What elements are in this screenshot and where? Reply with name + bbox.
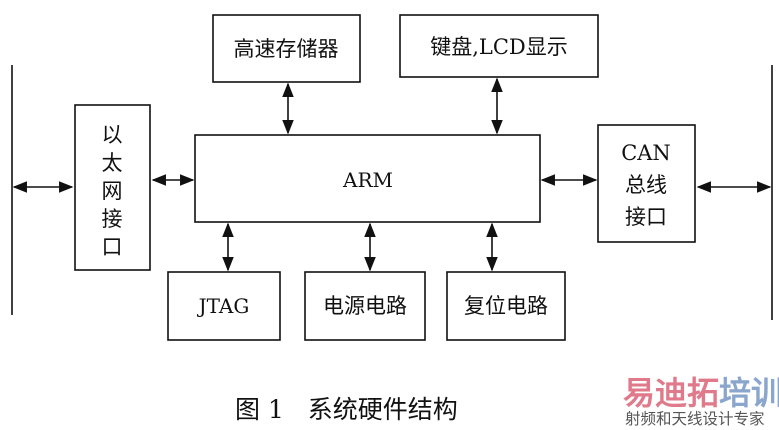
svg-text:培训: 培训	[719, 374, 779, 412]
can-label-1: CAN	[621, 141, 671, 165]
jtag-label: JTAG	[197, 294, 250, 318]
figure-caption: 图 1 系统硬件结构	[235, 395, 458, 424]
ethernet-label-1: 以	[102, 123, 123, 147]
reset-box	[446, 271, 566, 341]
ethernet-label-4: 接	[102, 207, 123, 231]
power-box	[304, 271, 426, 341]
arm-label: ARM	[342, 168, 393, 192]
can-label-2: 总线	[625, 173, 667, 197]
memory-box	[212, 14, 361, 83]
ethernet-label-5: 口	[102, 235, 123, 259]
keyboard-lcd-label: 键盘,LCD显示	[430, 35, 568, 59]
svg-text:易迪拓: 易迪拓	[623, 374, 719, 412]
power-label: 电源电路	[323, 294, 407, 318]
svg-text:射频和天线设计专家: 射频和天线设计专家	[625, 410, 765, 428]
jtag-box	[167, 271, 281, 341]
reset-label: 复位电路	[464, 294, 548, 318]
ethernet-label-2: 太	[102, 151, 123, 175]
can-label-3: 接口	[625, 205, 667, 229]
ethernet-label-3: 网	[102, 179, 123, 203]
memory-label: 高速存储器	[234, 37, 339, 61]
keyboard-lcd-box	[399, 14, 599, 78]
arm-box	[194, 134, 541, 223]
can-box	[597, 124, 696, 243]
ethernet-box	[74, 104, 151, 271]
watermark-logo: 易迪拓 培训 射频和天线设计专家	[623, 374, 779, 428]
